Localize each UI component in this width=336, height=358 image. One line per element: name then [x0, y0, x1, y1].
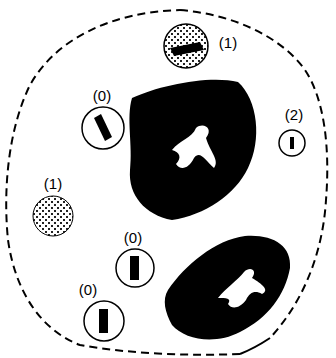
nucleolus	[218, 269, 265, 307]
callout-number: (0)	[93, 88, 111, 103]
nucleus	[165, 236, 290, 340]
stippled-vesicle	[164, 24, 208, 68]
vesicle	[279, 130, 305, 156]
vesicle-bar	[170, 42, 204, 56]
callout-number: (1)	[219, 35, 237, 50]
stippled-vesicle	[33, 196, 73, 236]
callout-number: (0)	[124, 230, 142, 245]
vesicle-bar	[99, 309, 108, 333]
vesicle-bar	[94, 114, 112, 141]
vesicle	[84, 301, 124, 341]
nucleus	[129, 80, 256, 220]
cell-membrane	[240, 338, 270, 354]
callout-number: (0)	[79, 282, 97, 297]
vesicle-bar	[290, 137, 294, 149]
vesicle	[82, 107, 124, 149]
vesicle	[116, 249, 154, 287]
callout-number: (1)	[44, 176, 62, 191]
nucleolus	[172, 126, 216, 168]
vesicle-bar	[130, 256, 139, 280]
callout-number: (2)	[285, 107, 303, 122]
